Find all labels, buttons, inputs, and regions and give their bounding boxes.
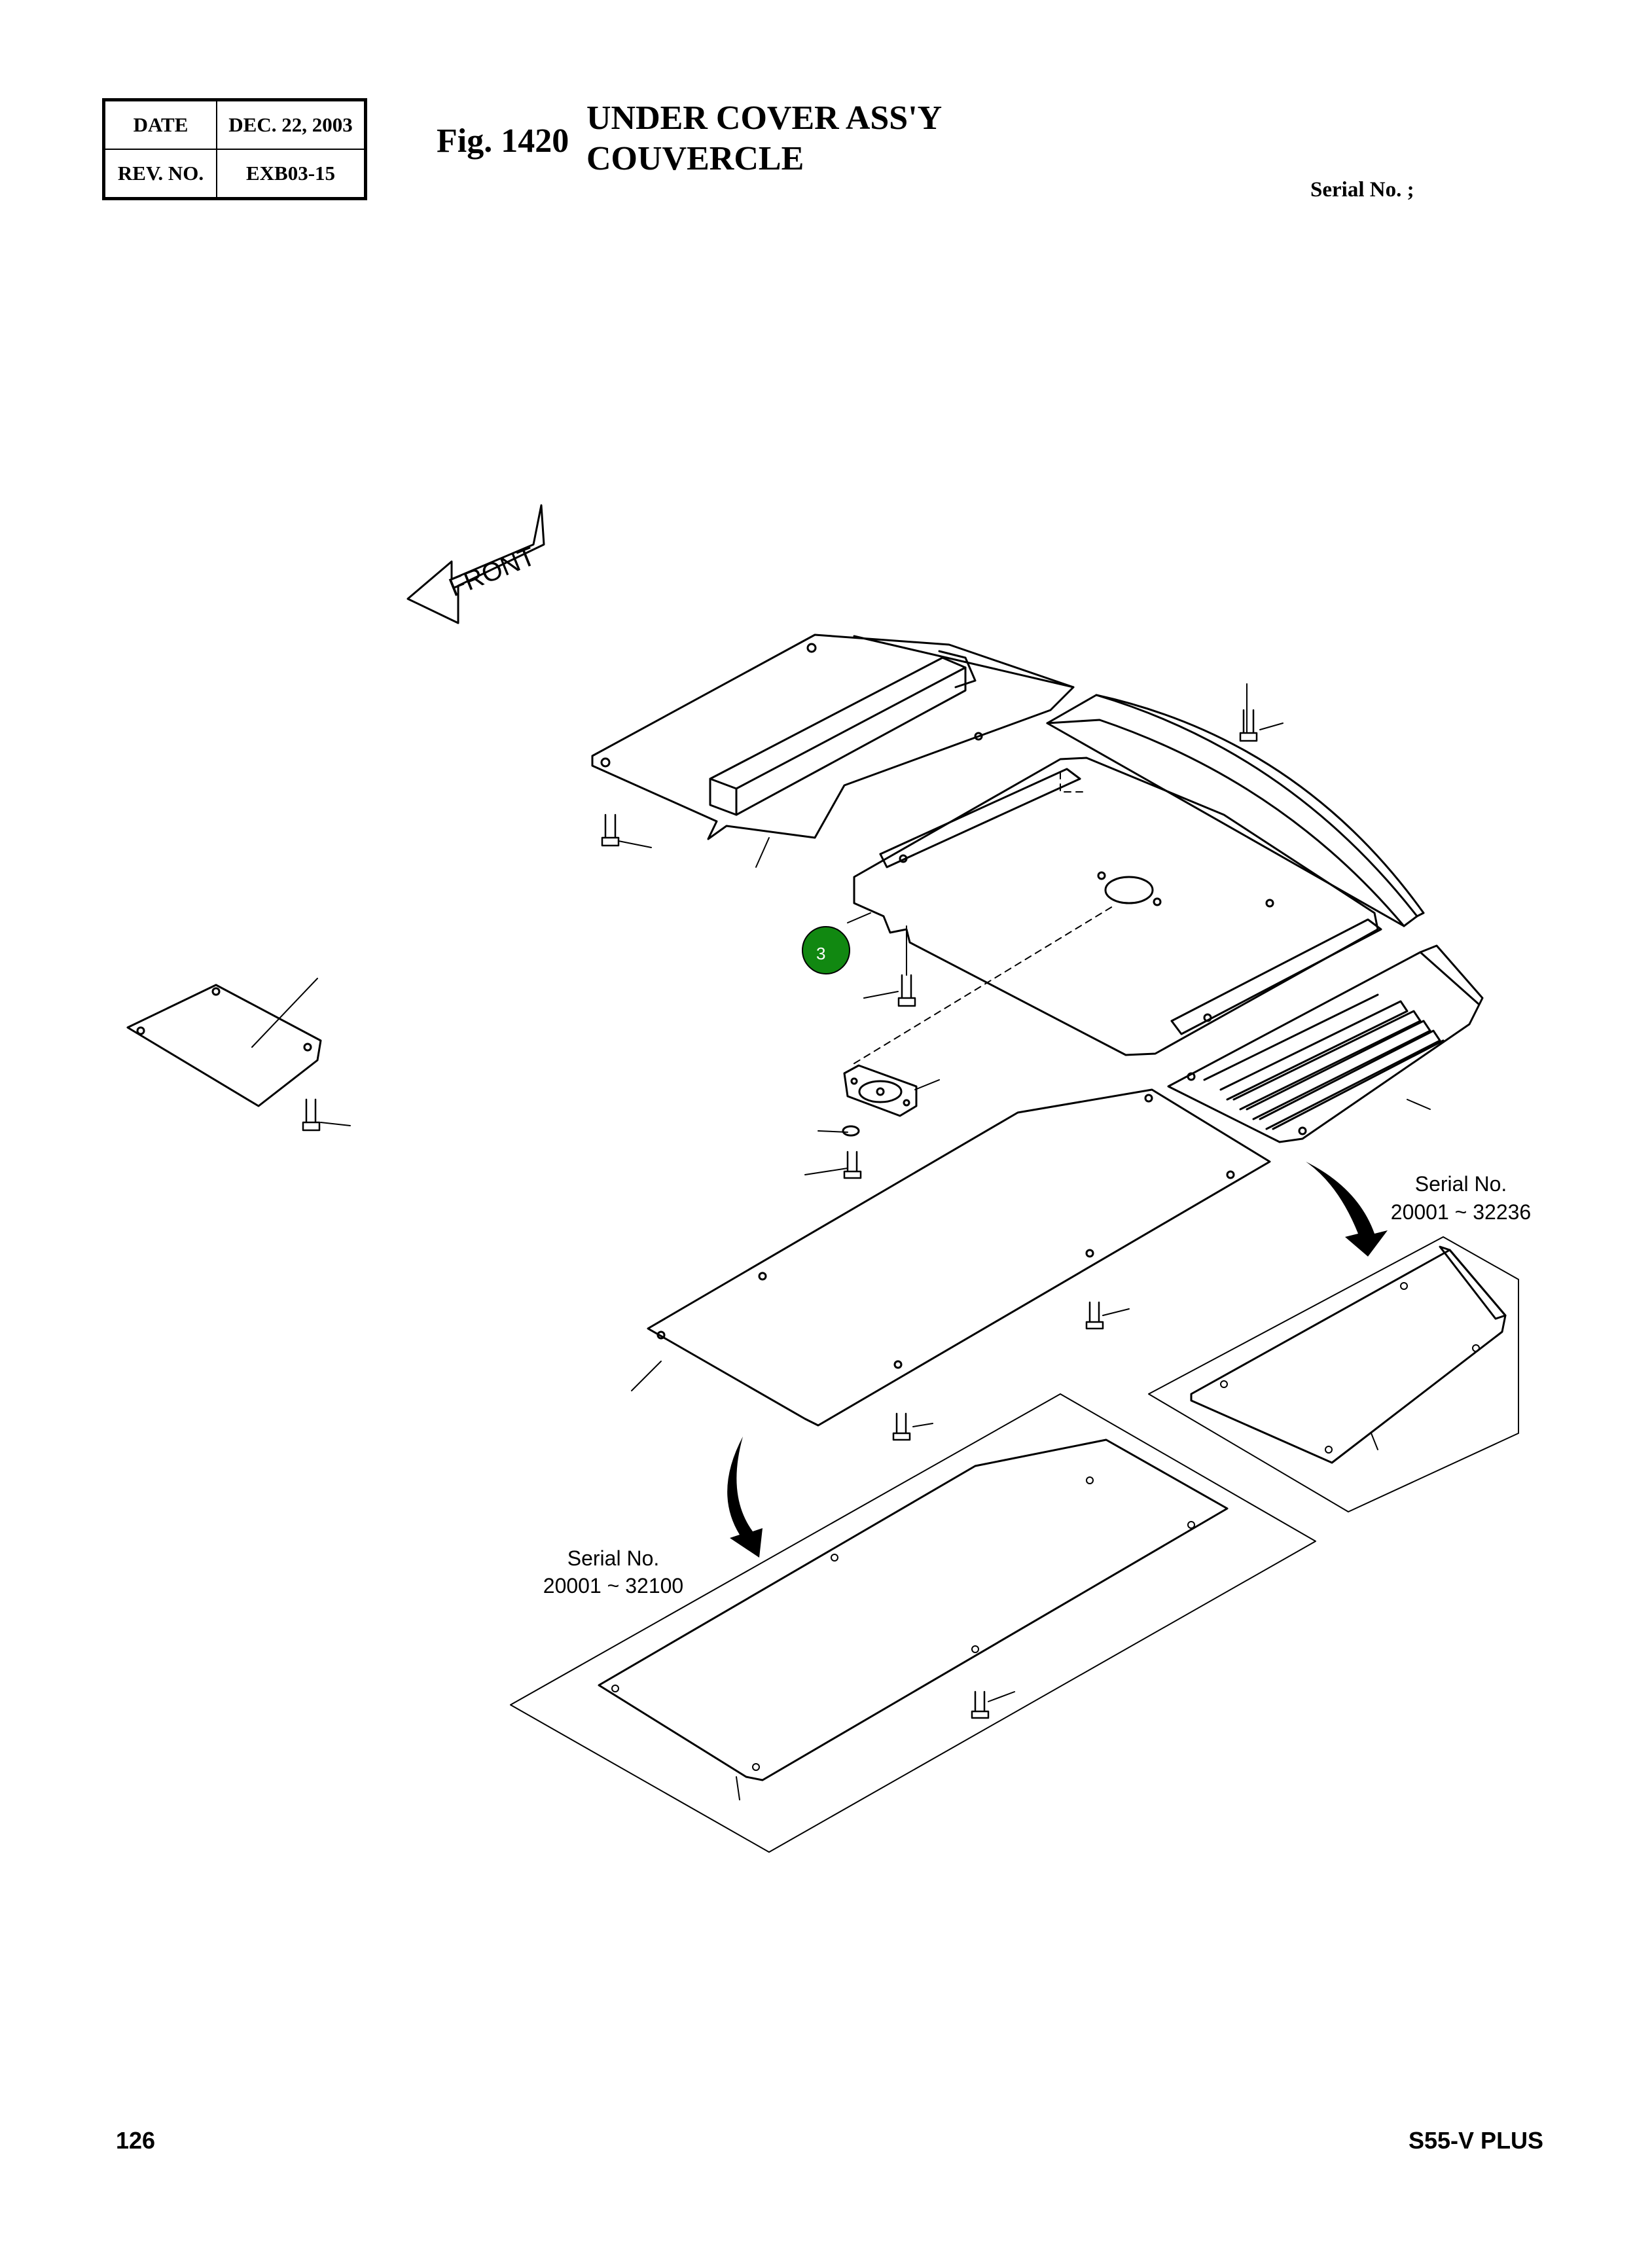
rev-label: REV. NO. bbox=[103, 149, 217, 200]
page-number: 126 bbox=[116, 2127, 156, 2154]
date-value: DEC. 22, 2003 bbox=[216, 99, 367, 150]
front-direction-arrow: FRONT bbox=[406, 504, 545, 624]
louver-grille bbox=[1167, 944, 1484, 1143]
model-name: S55-V PLUS bbox=[1409, 2127, 1544, 2154]
front-label: FRONT bbox=[445, 542, 539, 602]
damper-mount bbox=[842, 1064, 918, 1137]
center-cover bbox=[853, 757, 1382, 1056]
variant-arrows bbox=[727, 1162, 1388, 1558]
part-callout-3[interactable]: 3 bbox=[802, 926, 850, 974]
callout-marker[interactable] bbox=[802, 926, 850, 974]
variant-b-frame bbox=[510, 1393, 1316, 1853]
date-label: DATE bbox=[103, 99, 217, 150]
variant-b-serial-label: Serial No. bbox=[567, 1546, 660, 1570]
variant-a-serial-range: 20001 ~ 32236 bbox=[1391, 1200, 1531, 1224]
revision-table: DATE DEC. 22, 2003 REV. NO. EXB03-15 bbox=[102, 98, 367, 200]
large-under-cover bbox=[647, 1088, 1271, 1427]
figure-number: Fig. 1420 bbox=[437, 122, 569, 160]
callout-number: 3 bbox=[816, 944, 825, 963]
dashed-guides bbox=[853, 772, 1113, 1064]
variant-a-arrow bbox=[1306, 1162, 1388, 1257]
upper-right-curved-cover bbox=[1046, 694, 1425, 927]
small-side-plate bbox=[126, 984, 322, 1107]
figure-title-fr: COUVERCLE bbox=[586, 140, 804, 177]
figure-title-en: UNDER COVER ASS'Y bbox=[586, 99, 943, 137]
figure-title: UNDER COVER ASS'Y COUVERCLE bbox=[586, 98, 942, 179]
variant-b-arrow bbox=[727, 1437, 763, 1558]
variant-a-frame bbox=[1148, 1236, 1519, 1512]
leader-lines bbox=[251, 683, 1431, 1702]
bolts bbox=[302, 709, 1258, 1719]
serial-number-label: Serial No. ; bbox=[1310, 178, 1414, 202]
variant-b-serial-range: 20001 ~ 32100 bbox=[543, 1574, 683, 1598]
rev-value: EXB03-15 bbox=[216, 149, 367, 200]
upper-left-cover bbox=[591, 634, 1075, 840]
variant-a-serial-label: Serial No. bbox=[1415, 1172, 1507, 1196]
